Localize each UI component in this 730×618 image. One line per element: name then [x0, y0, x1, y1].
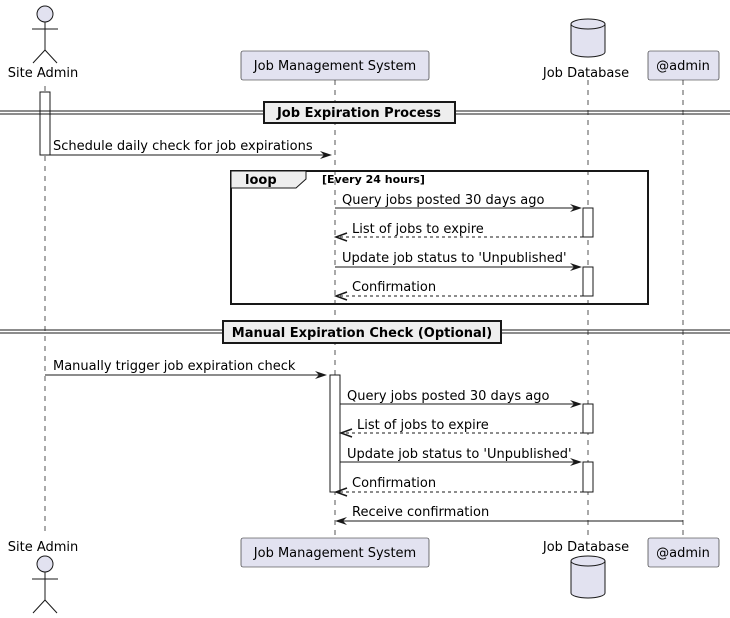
admin-box-bottom: @admin — [647, 537, 720, 568]
message-label: Manually trigger job expiration check — [53, 359, 296, 374]
participant-label-job-system: Job Management System — [253, 59, 416, 74]
message-loop-query: Query jobs posted 30 days ago — [335, 193, 582, 212]
db-activation — [582, 461, 594, 493]
participant-box — [647, 50, 720, 81]
message-manual-update: Update job status to 'Unpublished' — [340, 447, 582, 466]
participant-box — [647, 537, 720, 568]
participant-label-site-admin: Site Admin — [8, 540, 79, 555]
message-receive-confirm: Receive confirmation — [335, 505, 683, 525]
message-manual-query: Query jobs posted 30 days ago — [340, 389, 582, 408]
job-db-database-top: Job Database — [542, 18, 629, 81]
message-label: Update job status to 'Unpublished' — [347, 447, 572, 462]
database-icon — [570, 24, 606, 58]
arrowhead — [320, 151, 332, 159]
job-db-database-bottom: Job Database — [542, 540, 629, 599]
divider-manual-check: Manual Expiration Check (Optional) — [0, 320, 730, 344]
job-system-box-top: Job Management System — [240, 50, 430, 81]
db-activation — [582, 207, 594, 238]
divider-label: Job Expiration Process — [276, 106, 441, 121]
arrowhead — [315, 371, 327, 379]
participant-label-admin: @admin — [656, 59, 710, 74]
arrowhead — [570, 458, 582, 466]
participant-label-site-admin: Site Admin — [8, 66, 79, 81]
site-admin-actor-bottom: Site Admin — [8, 540, 79, 614]
arrowhead — [570, 400, 582, 408]
message-label: Query jobs posted 30 days ago — [347, 389, 550, 404]
participant-label-job-db: Job Database — [542, 540, 629, 555]
arrowhead — [335, 517, 347, 525]
admin-box-top: @admin — [647, 50, 720, 81]
job-system-box-bottom: Job Management System — [240, 537, 430, 568]
site-admin-actor-top: Site Admin — [8, 5, 79, 81]
message-label: Update job status to 'Unpublished' — [342, 251, 567, 266]
participant-label-job-db: Job Database — [542, 66, 629, 81]
site-admin-activation — [39, 91, 51, 156]
actor-icon — [36, 555, 54, 573]
db-activation — [582, 403, 594, 434]
job-system-activation — [329, 374, 341, 493]
database-icon — [570, 561, 606, 599]
arrowhead — [333, 232, 348, 242]
message-label: List of jobs to expire — [357, 418, 489, 433]
divider-label: Manual Expiration Check (Optional) — [232, 326, 492, 341]
message-label: Schedule daily check for job expirations — [53, 139, 313, 154]
message-loop-update: Update job status to 'Unpublished' — [335, 251, 582, 271]
actor-icon — [36, 5, 54, 23]
message-loop-confirm: Confirmation — [333, 280, 583, 301]
loop-condition: [Every 24 hours] — [322, 173, 425, 186]
arrowhead — [333, 291, 348, 301]
message-manual-trigger: Manually trigger job expiration check — [45, 359, 327, 379]
arrowhead — [570, 263, 582, 271]
participant-label-admin: @admin — [656, 546, 710, 561]
message-label: Confirmation — [352, 476, 436, 491]
message-label: List of jobs to expire — [352, 222, 484, 237]
arrowhead — [338, 428, 353, 438]
divider-expiration-process: Job Expiration Process — [0, 101, 730, 124]
arrowhead — [333, 487, 348, 497]
message-label: Receive confirmation — [352, 505, 489, 520]
participant-box — [240, 50, 430, 81]
participant-label-job-system: Job Management System — [253, 546, 416, 561]
loop-frame: loop [Every 24 hours] — [230, 170, 649, 305]
participant-box — [240, 537, 430, 568]
message-loop-list: List of jobs to expire — [333, 222, 583, 242]
db-activation — [582, 266, 594, 297]
message-label: Query jobs posted 30 days ago — [342, 193, 545, 208]
message-manual-confirm: Confirmation — [333, 476, 583, 497]
message-manual-list: List of jobs to expire — [338, 418, 583, 438]
loop-keyword: loop — [245, 173, 277, 188]
message-schedule-check: Schedule daily check for job expirations — [50, 139, 332, 159]
arrowhead — [570, 204, 582, 212]
message-label: Confirmation — [352, 280, 436, 295]
